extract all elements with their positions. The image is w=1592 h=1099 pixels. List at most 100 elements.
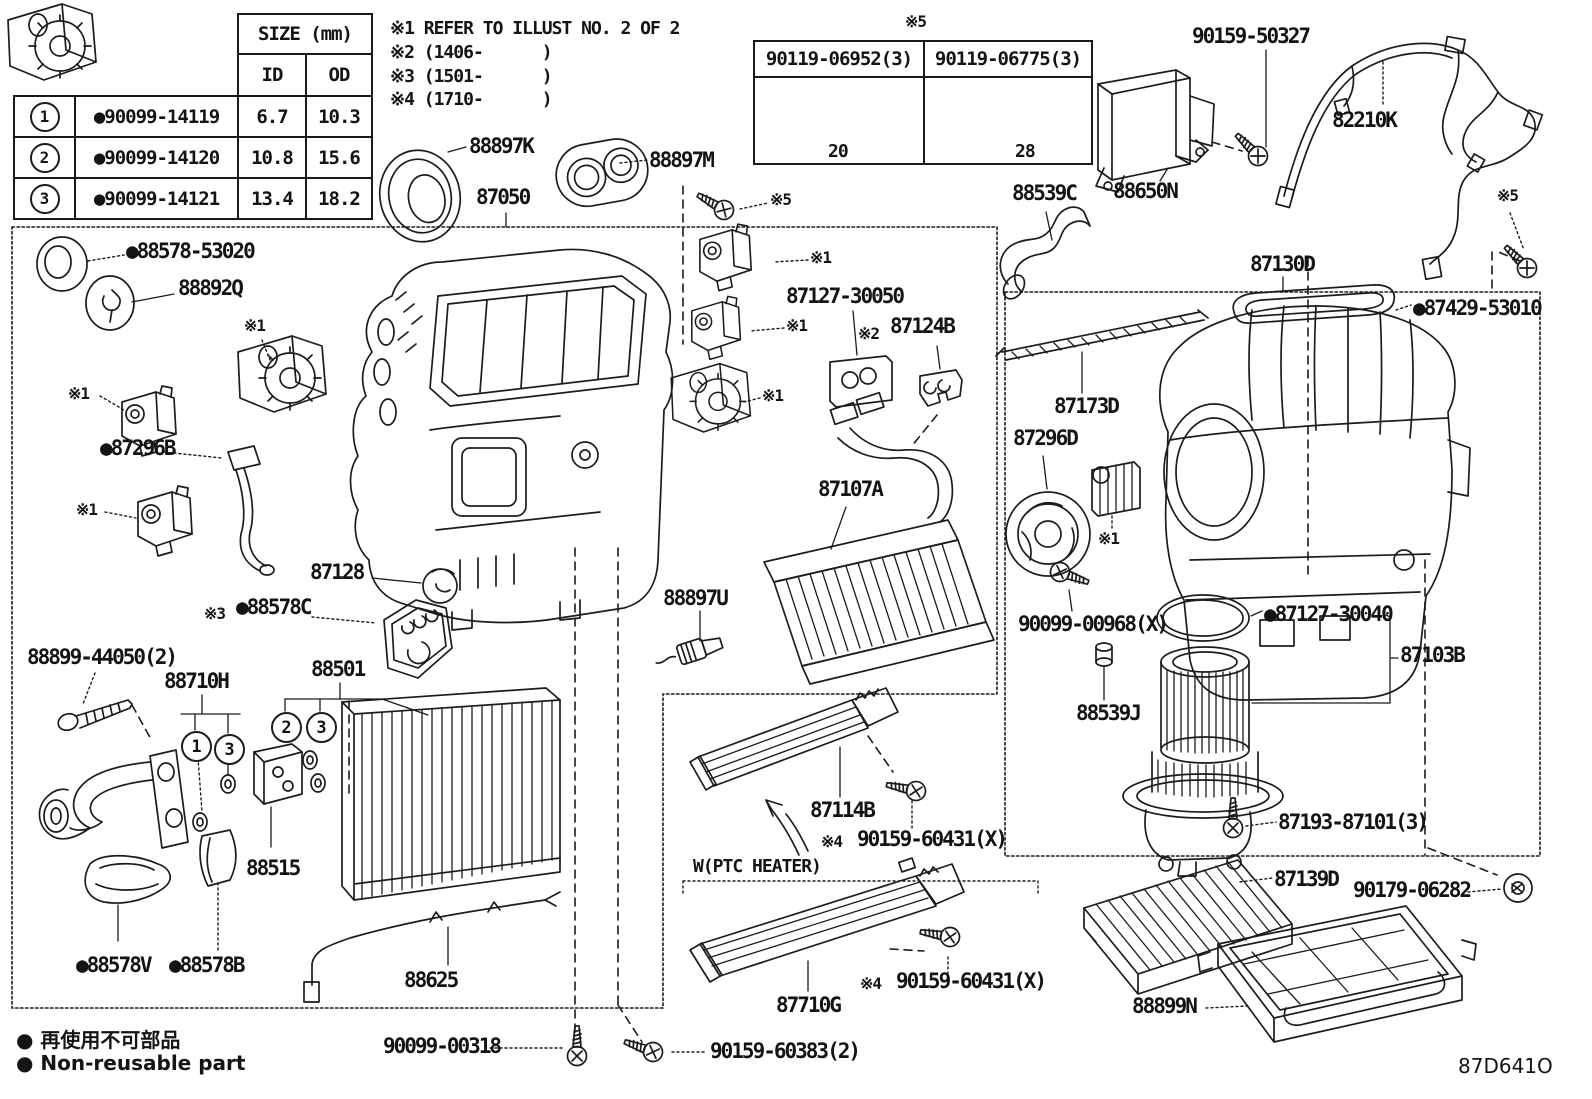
- part-label-87429-53010: ●87429-53010: [1413, 296, 1543, 320]
- note-ref2: ※2 (1406- ): [390, 42, 553, 63]
- clamp-87124B: [919, 369, 963, 407]
- seal-87429-53010: [1232, 284, 1396, 324]
- part-label-90159-60431: 90159-60431(X): [896, 969, 1047, 993]
- valve-88515: [253, 743, 303, 805]
- screw: [1046, 558, 1093, 593]
- callout-circle-2: 2: [271, 712, 302, 743]
- part-label-88578B: ●88578B: [169, 953, 246, 977]
- clip-87128: [422, 568, 458, 604]
- evaporator-core-88501: [341, 687, 561, 901]
- blower-case-87130D: [1158, 305, 1471, 701]
- part-label-88578-53020: ●88578-53020: [126, 239, 256, 263]
- insulator-88578B: [199, 829, 237, 887]
- panel-borders: [11, 226, 1541, 1009]
- part-label-87130D: 87130D: [1250, 252, 1316, 276]
- label-w-ptc-heater: W(PTC HEATER): [693, 856, 822, 877]
- ref-mark-4: ※4: [821, 832, 843, 851]
- fin-motor: [1091, 461, 1141, 517]
- part-label-87127-30040: ●87127-30040: [1264, 602, 1394, 626]
- part-label-88897U: 88897U: [663, 586, 729, 610]
- servo-motor: [691, 295, 742, 361]
- part-label-87193-87101: 87193-87101(3): [1278, 810, 1429, 834]
- ref-mark-5: ※5: [770, 190, 792, 209]
- part-label-90099-00318: 90099-00318: [383, 1034, 502, 1058]
- circled-number: 3: [29, 183, 60, 214]
- part-label-88578V: ●88578V: [76, 953, 153, 977]
- bolt-88899-44050: [57, 699, 133, 732]
- callout-circle-3: 3: [214, 734, 245, 765]
- packing-87173D: [995, 309, 1209, 361]
- ref-mark-1: ※1: [244, 316, 266, 335]
- part-label-87124B: 87124B: [890, 314, 956, 338]
- part-label-88710H: 88710H: [164, 669, 230, 693]
- small-orings: [192, 750, 326, 832]
- part-label-87296B: ●87296B: [100, 436, 177, 460]
- leader-lines-solid: [117, 49, 1399, 992]
- oring-88578-53020: [36, 236, 88, 292]
- servo-motor: [237, 335, 327, 413]
- legend-jp: ● 再使用不可部品: [16, 1028, 181, 1052]
- legend-en: ● Non-reusable part: [16, 1051, 246, 1075]
- part-label-88897M: 88897M: [649, 148, 715, 172]
- part-label-87050: 87050: [476, 185, 531, 209]
- size-table-col-od: OD: [305, 53, 373, 97]
- ref-mark-1: ※1: [786, 316, 808, 335]
- part-label-88650N: 88650N: [1113, 179, 1179, 203]
- ref-mark-5: ※5: [1497, 186, 1519, 205]
- part-label-88515: 88515: [246, 856, 301, 880]
- part-label-88539C: 88539C: [1012, 181, 1078, 205]
- ref-mark-2: ※2: [858, 324, 880, 343]
- table-row-id: 10.8: [237, 136, 307, 179]
- size-table-title: SIZE (mm): [237, 13, 373, 55]
- bolt-table-ref: ※5: [905, 12, 927, 31]
- link-rod-87296B: [227, 445, 275, 576]
- part-label-87107A: 87107A: [818, 477, 884, 501]
- oring-87127-30040: [1156, 594, 1250, 642]
- bolt-length-right: 28: [1015, 141, 1036, 162]
- sensor-88897U: [655, 637, 724, 666]
- part-label-88501: 88501: [311, 657, 366, 681]
- part-label-87114B: 87114B: [810, 798, 876, 822]
- part-label-87103B: 87103B: [1400, 643, 1466, 667]
- grommet-88897K: [378, 149, 462, 243]
- screw: [883, 774, 929, 804]
- ecu-88650N: [1095, 69, 1215, 193]
- bolt-length-left: 20: [828, 141, 849, 162]
- table-row-id: 6.7: [237, 95, 307, 138]
- table-row-num: 2: [13, 136, 76, 179]
- packing-87127-30050: [829, 355, 893, 408]
- part-label-88899N: 88899N: [1132, 994, 1198, 1018]
- part-label-87710G: 87710G: [776, 993, 842, 1017]
- table-row-od: 15.6: [305, 136, 373, 179]
- ref-mark-1: ※1: [762, 386, 784, 405]
- callout-circle-3: 3: [306, 712, 337, 743]
- leader-lines-dotted: [82, 61, 1525, 1053]
- table-row-part: ●90099-14119: [74, 95, 239, 138]
- size-table-col-id: ID: [237, 53, 307, 97]
- bolt-part-right: 90119-06775(3): [923, 40, 1093, 78]
- aspirator-87296D: [1005, 491, 1091, 577]
- part-label-82210K: 82210K: [1332, 108, 1398, 132]
- heater-core-87107A: [763, 391, 995, 685]
- servo-motor: [7, 3, 97, 81]
- wire-harness-82210K: [1275, 35, 1544, 281]
- pad-88578C: [383, 599, 453, 679]
- screw: [917, 921, 962, 949]
- table-row-num: 3: [13, 177, 76, 220]
- part-label-87296D: 87296D: [1013, 426, 1079, 450]
- bolt-part-left: 90119-06952(3): [753, 40, 925, 78]
- part-label-90099-00968: 90099-00968(X): [1018, 612, 1169, 636]
- note-ref1: ※1 REFER TO ILLUST NO. 2 OF 2: [390, 18, 681, 39]
- heater-pipes-88710H: [38, 749, 189, 849]
- part-label-88892Q: 88892Q: [178, 276, 244, 300]
- replace-arrow: [765, 799, 809, 856]
- diagram-code: 87D641O: [1458, 1054, 1553, 1078]
- note-ref3: ※3 (1501- ): [390, 66, 553, 87]
- part-label-90159-60383: 90159-60383(2): [710, 1039, 861, 1063]
- circled-number: 1: [29, 101, 60, 132]
- table-row-num: 1: [13, 95, 76, 138]
- part-label-90179-06282: 90179-06282: [1353, 878, 1472, 902]
- ref-mark-1: ※1: [76, 500, 98, 519]
- nut-90179-06282: [1503, 873, 1533, 903]
